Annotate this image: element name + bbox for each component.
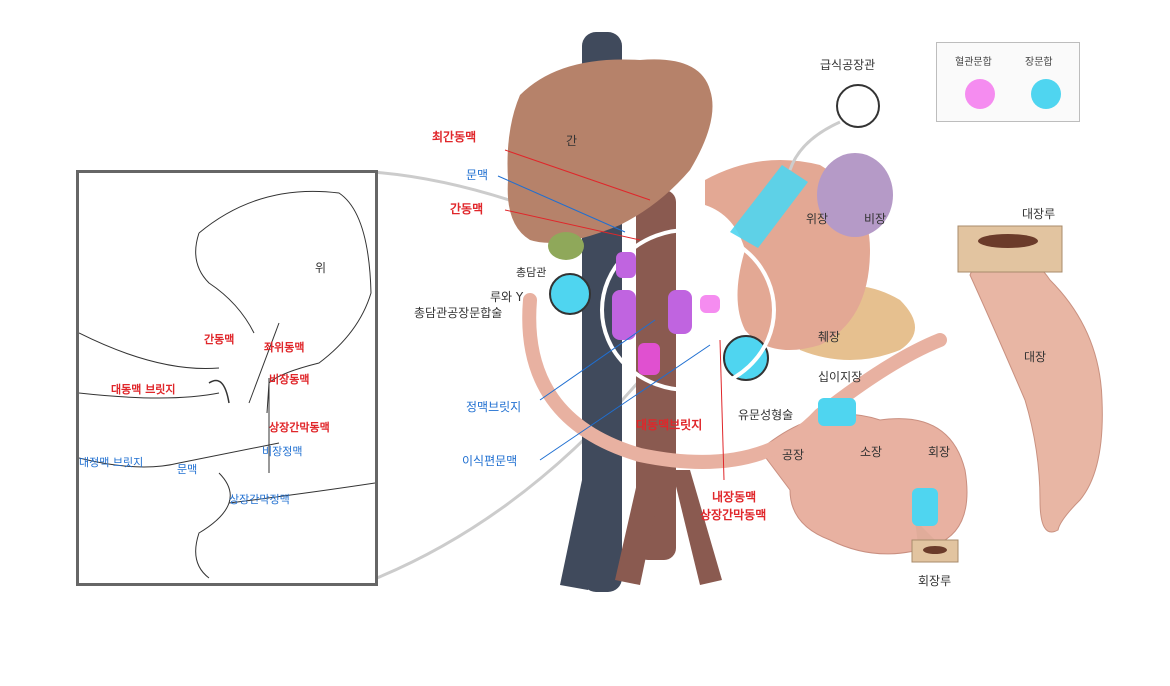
label-ileum: 회장: [928, 445, 951, 459]
label-colostomy: 대장루: [1022, 207, 1056, 221]
label-ileostomy: 회장루: [918, 574, 952, 588]
label-graft-portal-vein: 이식편문맥: [462, 454, 518, 468]
aorta: [615, 190, 722, 585]
legend-swatch-intestinal: [1031, 79, 1061, 109]
leader-right-hepatic: [504, 149, 651, 201]
label-pyloroplasty: 유문성형술: [738, 408, 794, 422]
legend-label-intestinal: 장문합: [1025, 57, 1053, 68]
label-spleen: 비장: [864, 212, 887, 226]
inset-label-splenic-vein: 비장정맥: [262, 445, 303, 458]
duodenum-loop: [522, 293, 947, 469]
label-liver: 간: [566, 134, 578, 148]
roux-y-anastomosis: [549, 273, 591, 315]
inset-panel: 위 간동맥 좌위동맥 비장동맥 대동맥 브릿지 상장간막동맥 비장정맥 대정맥 …: [76, 170, 378, 586]
legend-swatch-vascular: [965, 79, 995, 109]
legend: 혈관문합 장문합: [936, 42, 1080, 122]
leader-vein-bridge: [539, 319, 656, 401]
gastric-anastomosis: [730, 165, 808, 248]
inset-label-stomach: 위: [315, 261, 327, 275]
label-bile-duct: 총담관: [516, 266, 547, 279]
label-hepatic-artery: 간동맥: [450, 202, 484, 216]
inset-label-smv: 상장간막정맥: [229, 493, 290, 506]
legend-label-vascular: 혈관문합: [955, 57, 992, 68]
ileostomy-opening: [923, 546, 947, 554]
colostomy-opening: [978, 234, 1038, 248]
label-right-hepatic-artery: 최간동맥: [432, 130, 477, 144]
label-jejunum: 공장: [782, 448, 805, 462]
inset-label-splenic-artery: 비장동맥: [269, 373, 310, 386]
inset-label-vena-cava-bridge: 대정맥 브릿지: [79, 456, 144, 469]
label-small-intestine: 소장: [860, 445, 883, 459]
label-vein-bridge: 정맥브릿지: [466, 400, 522, 414]
label-stomach: 위장: [806, 212, 829, 226]
inset-label-aorta-bridge: 대동맥 브릿지: [111, 383, 176, 396]
label-portal-vein: 문맥: [466, 168, 489, 182]
leader-hepatic-artery: [504, 209, 641, 241]
vascular-anastomoses: [612, 252, 720, 375]
inset-line-drawing: [79, 190, 375, 579]
inset-label-hepatic-artery: 간동맥: [204, 333, 235, 346]
pyloroplasty-anastomosis: [723, 335, 769, 381]
inset-label-sma: 상장간막동맥: [269, 421, 330, 434]
colostomy-plate: [957, 225, 1063, 273]
gallbladder: [548, 232, 584, 260]
leader-portal: [497, 175, 626, 233]
feeding-tube-line: [788, 120, 841, 171]
vascular-zoom-circle: [600, 228, 776, 392]
label-duodenum: 십이지장: [818, 370, 863, 384]
label-colon: 대장: [1024, 350, 1047, 364]
spleen: [817, 153, 893, 237]
leader-graft-portal: [539, 344, 711, 461]
label-aorta-bridge: 대동맥브릿지: [636, 418, 703, 432]
feeding-tube-port: [836, 84, 880, 128]
label-feeding-tube: 급식공장관: [820, 58, 876, 72]
inset-label-left-gastric-artery: 좌위동맥: [264, 341, 305, 354]
label-roux-y-2: 총담관공장문합술: [414, 306, 503, 320]
colon: [969, 239, 1103, 533]
ileal-anastomosis: [912, 488, 938, 526]
leader-sma: [719, 339, 725, 481]
label-sma-2: 상장간막동맥: [700, 508, 767, 522]
label-sma-1: 내장동맥: [712, 490, 757, 504]
label-pancreas: 췌장: [818, 330, 841, 344]
duodenal-anastomosis: [818, 398, 856, 426]
label-roux-y-1: 루와 Y: [490, 290, 524, 304]
inset-label-portal-vein: 문맥: [177, 463, 198, 476]
liver: [507, 59, 713, 243]
